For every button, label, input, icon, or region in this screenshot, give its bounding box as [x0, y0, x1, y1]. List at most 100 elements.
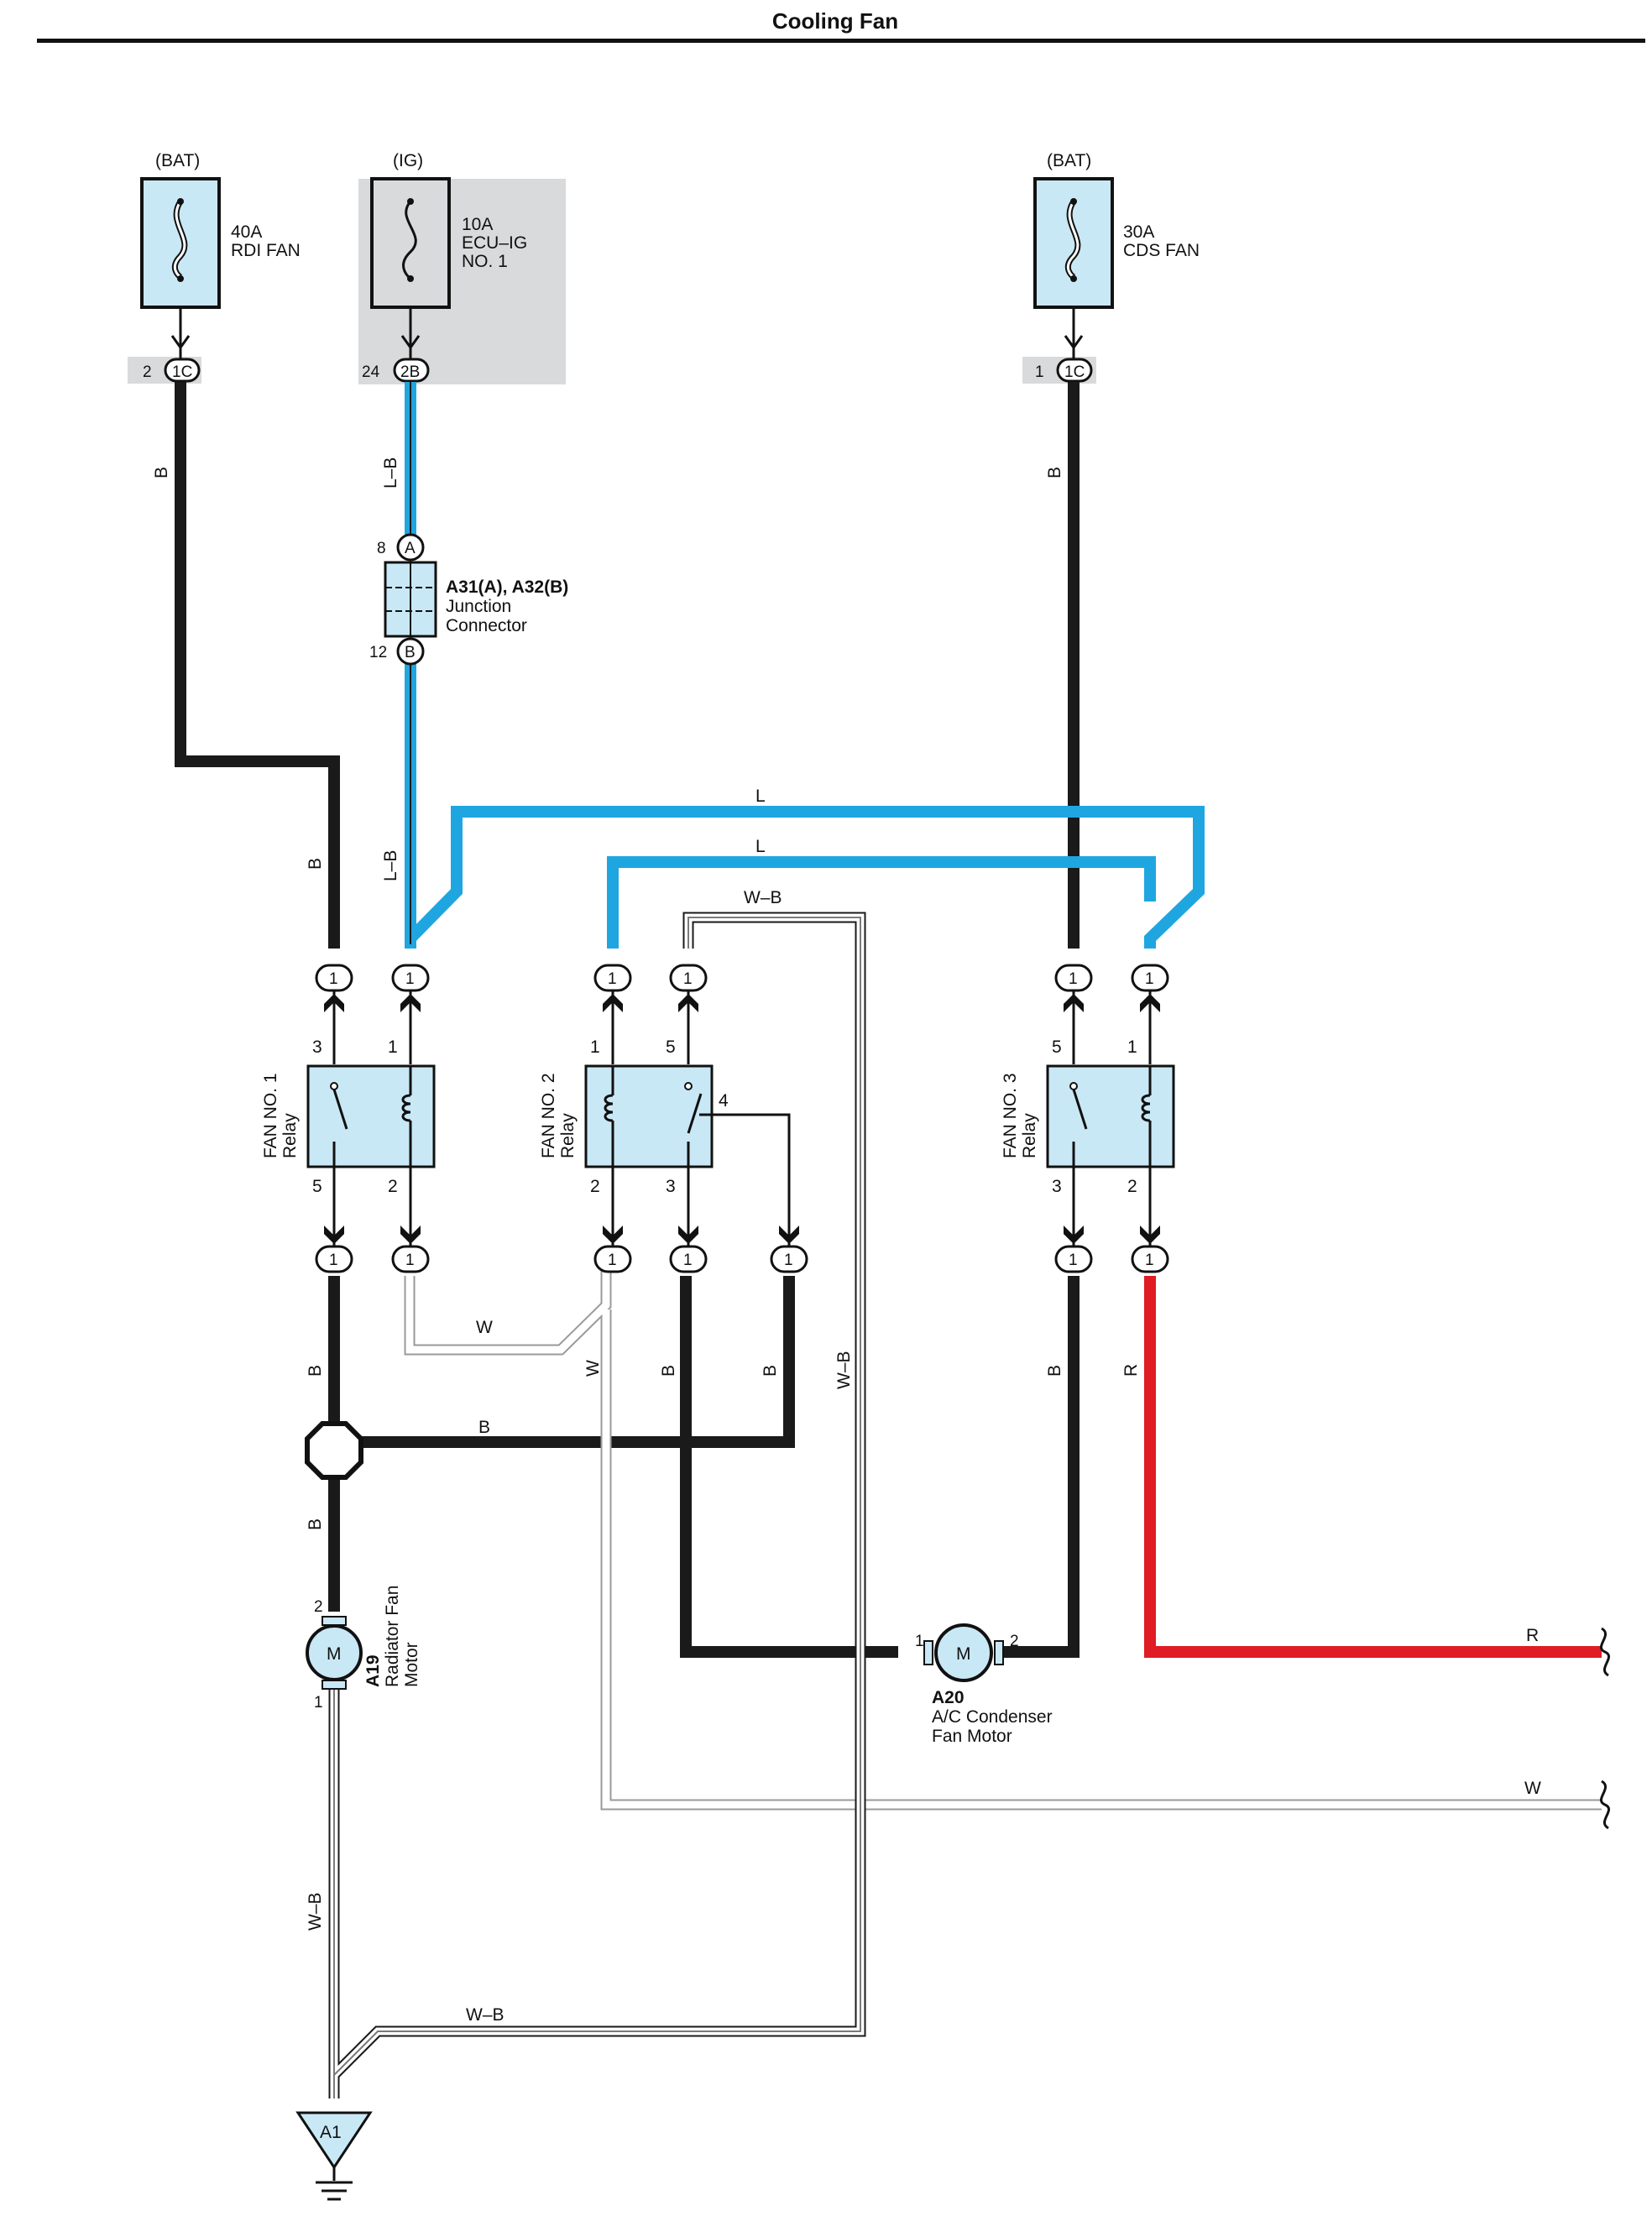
svg-text:24: 24 [362, 363, 380, 381]
svg-text:2: 2 [388, 1177, 398, 1196]
svg-text:1: 1 [329, 970, 338, 988]
svg-text:B: B [478, 1418, 490, 1437]
relay-bottom-connectors: 1 1 1 1 1 1 1 [315, 1245, 1169, 1273]
svg-text:1: 1 [1069, 970, 1078, 988]
fuse-ecu-ig: (IG) 10A ECU–IG NO. 1 [370, 151, 527, 309]
svg-text:B: B [1045, 467, 1064, 478]
svg-text:30A: 30A [1123, 222, 1154, 242]
wire-labels: B L–B B B L–B L L W–B W B W B B W–B B R … [152, 457, 1541, 2025]
svg-text:B: B [1045, 1365, 1064, 1377]
ig-fuse-shade [358, 179, 566, 384]
title-rule [37, 39, 1645, 43]
svg-text:1: 1 [1035, 363, 1044, 381]
svg-text:A20: A20 [932, 1688, 965, 1707]
svg-text:RDI FAN: RDI FAN [231, 241, 301, 260]
svg-text:1: 1 [329, 1252, 338, 1269]
svg-text:ECU–IG: ECU–IG [462, 233, 527, 253]
svg-text:2: 2 [1010, 1633, 1019, 1650]
junction-connector: A 8 B 12 A31(A), A32(B) Junction Connect… [369, 533, 568, 666]
ground-a1: A1 [295, 2111, 373, 2201]
svg-text:FAN NO. 3: FAN NO. 3 [1001, 1073, 1020, 1158]
wires-l [405, 382, 1205, 949]
svg-text:1: 1 [405, 1252, 415, 1269]
relay-fan-no3: 5 1 3 2 FAN NO. 3 Relay [1001, 1037, 1175, 1196]
svg-text:NO. 1: NO. 1 [462, 252, 508, 271]
wires-b [175, 382, 1080, 1658]
svg-text:W: W [476, 1318, 493, 1337]
svg-text:1: 1 [590, 1037, 600, 1057]
svg-text:(BAT): (BAT) [155, 151, 200, 170]
svg-text:FAN NO. 2: FAN NO. 2 [539, 1073, 558, 1158]
svg-text:40A: 40A [231, 222, 262, 242]
svg-text:W: W [583, 1360, 603, 1377]
svg-text:1C: 1C [1064, 363, 1085, 381]
svg-text:A1: A1 [320, 2123, 342, 2142]
page-title: Cooling Fan [771, 8, 899, 34]
svg-text:2: 2 [314, 1598, 323, 1616]
svg-text:(BAT): (BAT) [1047, 151, 1091, 170]
svg-text:1C: 1C [172, 363, 192, 381]
svg-text:L: L [755, 837, 766, 856]
svg-text:R: R [1526, 1626, 1539, 1645]
relay-top-connectors: 1 1 1 1 1 1 [315, 964, 1169, 992]
svg-text:1: 1 [1069, 1252, 1078, 1269]
svg-text:M: M [327, 1644, 342, 1664]
wire-r [1144, 1276, 1602, 1658]
svg-text:1: 1 [314, 1694, 323, 1712]
svg-text:Motor: Motor [402, 1642, 421, 1687]
svg-text:Relay: Relay [280, 1113, 300, 1158]
svg-text:B: B [405, 644, 416, 661]
svg-text:B: B [306, 1518, 325, 1530]
svg-text:3: 3 [666, 1177, 676, 1196]
svg-text:3: 3 [312, 1037, 322, 1057]
wires-wb-stripe [333, 917, 861, 2098]
svg-text:2: 2 [143, 363, 152, 381]
svg-text:FAN NO. 1: FAN NO. 1 [261, 1073, 280, 1158]
fuse-connectors: 1C 2 2B 24 1C 1 [143, 358, 1093, 383]
svg-text:4: 4 [719, 1091, 729, 1111]
svg-text:L: L [755, 787, 766, 806]
relay-stubs [332, 990, 1152, 1246]
svg-text:W–B: W–B [466, 2005, 504, 2025]
svg-text:Fan Motor: Fan Motor [932, 1727, 1012, 1746]
svg-text:W–B: W–B [744, 888, 782, 907]
svg-text:1: 1 [608, 1252, 617, 1269]
svg-text:1: 1 [608, 970, 617, 988]
splice-junction [305, 1421, 363, 1480]
wires-w-core [405, 1259, 1602, 1809]
svg-text:Relay: Relay [558, 1113, 578, 1158]
svg-text:CDS FAN: CDS FAN [1123, 241, 1200, 260]
svg-text:1: 1 [683, 1252, 693, 1269]
svg-text:8: 8 [377, 540, 386, 557]
svg-text:5: 5 [666, 1037, 676, 1057]
svg-text:12: 12 [369, 644, 387, 661]
svg-text:2B: 2B [400, 363, 420, 381]
motor-a20: M 1 2 A20 A/C Condenser Fan Motor [915, 1623, 1053, 1746]
fuse-rdi-fan: (BAT) 40A RDI FAN [140, 151, 301, 309]
svg-text:10A: 10A [462, 215, 493, 234]
fuse-cds-fan: (BAT) 30A CDS FAN [1033, 151, 1200, 309]
svg-text:2: 2 [590, 1177, 600, 1196]
relay-fan-no1: 3 1 5 2 FAN NO. 1 Relay [261, 1037, 436, 1196]
svg-text:B: B [306, 858, 325, 870]
svg-text:W–B: W–B [834, 1351, 854, 1389]
svg-text:A: A [405, 540, 416, 557]
svg-text:1: 1 [1145, 970, 1154, 988]
svg-text:M: M [956, 1644, 971, 1664]
svg-text:L–B: L–B [381, 457, 400, 489]
svg-text:Junction: Junction [446, 597, 511, 616]
svg-text:1: 1 [405, 970, 415, 988]
svg-text:B: B [761, 1365, 780, 1377]
svg-text:B: B [659, 1365, 678, 1377]
svg-text:A31(A), A32(B): A31(A), A32(B) [446, 578, 568, 597]
wire-break-marks [1599, 1627, 1611, 1830]
svg-text:1: 1 [915, 1633, 924, 1650]
relay-fan-no2: 1 5 2 3 4 FAN NO. 2 Relay [539, 1037, 729, 1196]
svg-text:Radiator Fan: Radiator Fan [383, 1586, 402, 1687]
svg-text:1: 1 [1145, 1252, 1154, 1269]
svg-text:3: 3 [1052, 1177, 1062, 1196]
svg-text:5: 5 [312, 1177, 322, 1196]
svg-text:5: 5 [1052, 1037, 1062, 1057]
svg-text:Connector: Connector [446, 616, 527, 635]
